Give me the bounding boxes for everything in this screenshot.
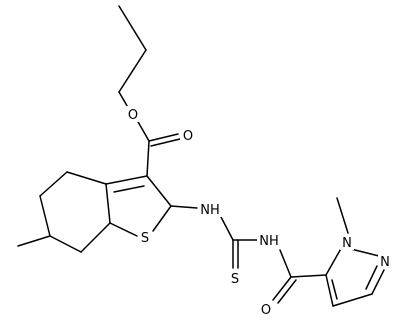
bond bbox=[39, 171, 68, 197]
bond bbox=[136, 119, 150, 142]
bond bbox=[332, 293, 373, 307]
bond bbox=[170, 205, 198, 209]
bond bbox=[146, 175, 172, 207]
atom-nh-thiophene-label: NH bbox=[200, 203, 220, 218]
bond bbox=[325, 274, 334, 307]
bond bbox=[113, 185, 145, 193]
atom-s-thione: S bbox=[228, 270, 242, 287]
bond bbox=[152, 205, 172, 232]
atom-o-amide: O bbox=[258, 301, 272, 318]
atom-n-methyl-label: N bbox=[342, 236, 352, 251]
bond bbox=[17, 235, 51, 247]
atom-o-ester-label: O bbox=[128, 108, 138, 123]
atom-nh-amide: NH bbox=[257, 232, 281, 249]
bond bbox=[105, 175, 148, 185]
bond bbox=[279, 249, 292, 278]
bond bbox=[331, 279, 338, 300]
bond bbox=[336, 197, 349, 234]
bond bbox=[66, 171, 107, 185]
bond bbox=[365, 265, 378, 290]
bond bbox=[39, 195, 51, 237]
atom-n-ring-label: N bbox=[380, 255, 390, 270]
atom-n-ring: N bbox=[378, 253, 392, 270]
atom-s-ring-label: S bbox=[141, 231, 149, 246]
atom-n-methyl: N bbox=[340, 234, 354, 251]
bond bbox=[371, 269, 385, 295]
bond bbox=[148, 133, 179, 142]
bond bbox=[277, 279, 297, 304]
bond bbox=[290, 274, 327, 278]
bond bbox=[220, 216, 234, 241]
atom-nh-thiophene: NH bbox=[198, 201, 222, 218]
atom-o-amide-label: O bbox=[261, 303, 271, 318]
bond bbox=[118, 49, 147, 93]
bond bbox=[105, 183, 111, 224]
bond bbox=[150, 138, 181, 147]
bond bbox=[49, 235, 82, 253]
atom-nh-amide-label: NH bbox=[259, 234, 279, 249]
bond bbox=[109, 222, 138, 237]
atom-o-carbonyl-ester-label: O bbox=[183, 129, 193, 144]
atom-s-thione-label: S bbox=[231, 272, 239, 287]
atom-o-carbonyl-ester: O bbox=[180, 127, 194, 144]
bond bbox=[146, 140, 150, 177]
bond bbox=[272, 276, 292, 301]
bond bbox=[350, 248, 380, 257]
bond bbox=[118, 5, 147, 51]
atom-o-ester: O bbox=[126, 106, 140, 123]
bond bbox=[80, 222, 111, 253]
atom-s-ring: S bbox=[138, 229, 152, 246]
